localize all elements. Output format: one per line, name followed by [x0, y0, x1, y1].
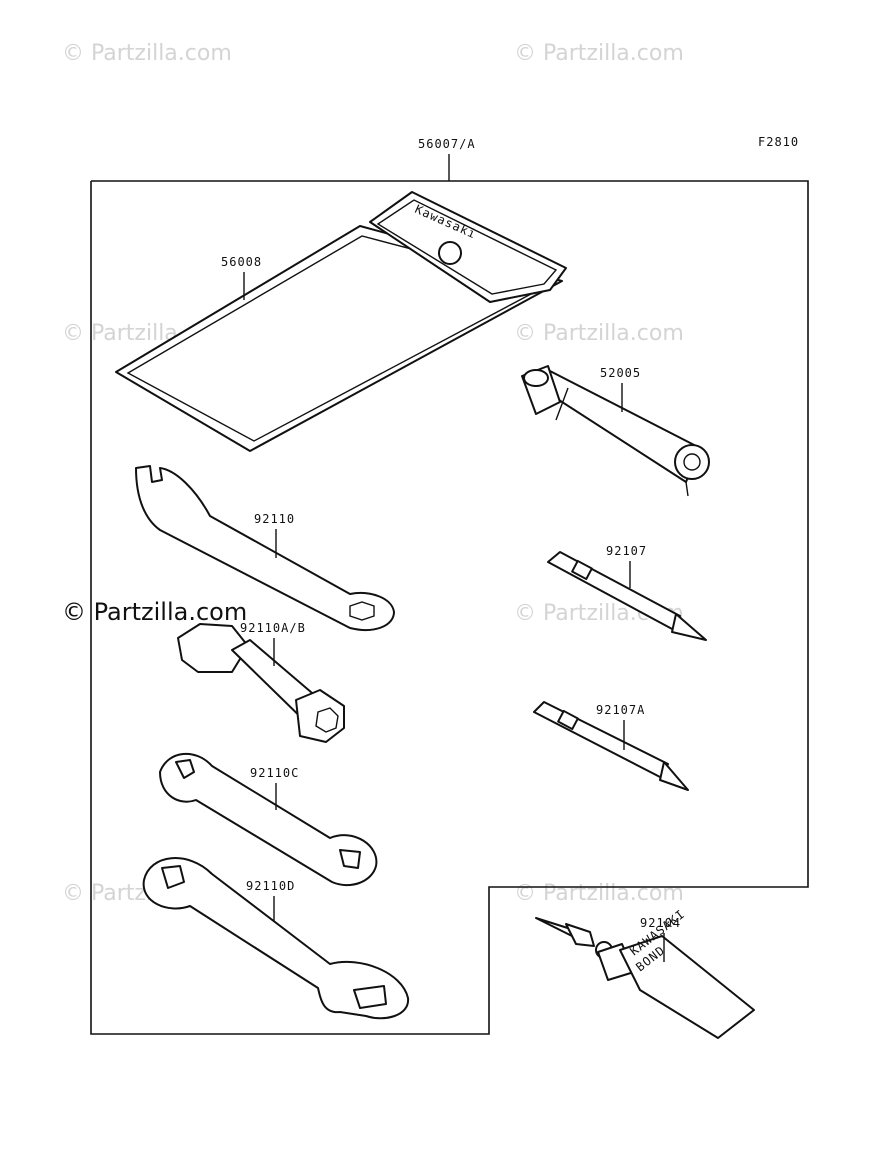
open-end-wrench — [159, 752, 378, 887]
open-end-wrench-large — [142, 857, 410, 1020]
watermark-main: © Partzilla.com — [62, 598, 247, 626]
spark-plug-wrench — [521, 365, 710, 497]
part-label: 92104 — [640, 916, 681, 930]
part-label: 92110C — [250, 766, 299, 780]
screwdriver-bit-a — [533, 701, 689, 791]
part-label: 92110A/B — [240, 621, 306, 635]
watermark: © Partzilla.com — [514, 881, 684, 906]
part-label: 92107A — [596, 703, 645, 717]
watermark: © Partzilla.com — [514, 41, 684, 66]
box-wrench — [177, 623, 345, 743]
part-label: 92110 — [254, 512, 295, 526]
part-label: 52005 — [600, 366, 641, 380]
part-label: 92107 — [606, 544, 647, 558]
watermark: © Partzilla.com — [62, 41, 232, 66]
part-label: 92110D — [246, 879, 295, 893]
diagram-code: F2810 — [758, 135, 799, 149]
group-label: 56007/A — [418, 137, 476, 151]
tool-pouch: Kawasaki — [115, 191, 567, 452]
part-label: 56008 — [221, 255, 262, 269]
hook-spanner — [135, 465, 395, 631]
watermark: © Partzilla.com — [514, 321, 684, 346]
watermark-layer: © Partzilla.com © Partzilla.com © Partzi… — [62, 41, 684, 906]
group-outline — [90, 180, 809, 1035]
screwdriver-bit — [547, 551, 707, 641]
